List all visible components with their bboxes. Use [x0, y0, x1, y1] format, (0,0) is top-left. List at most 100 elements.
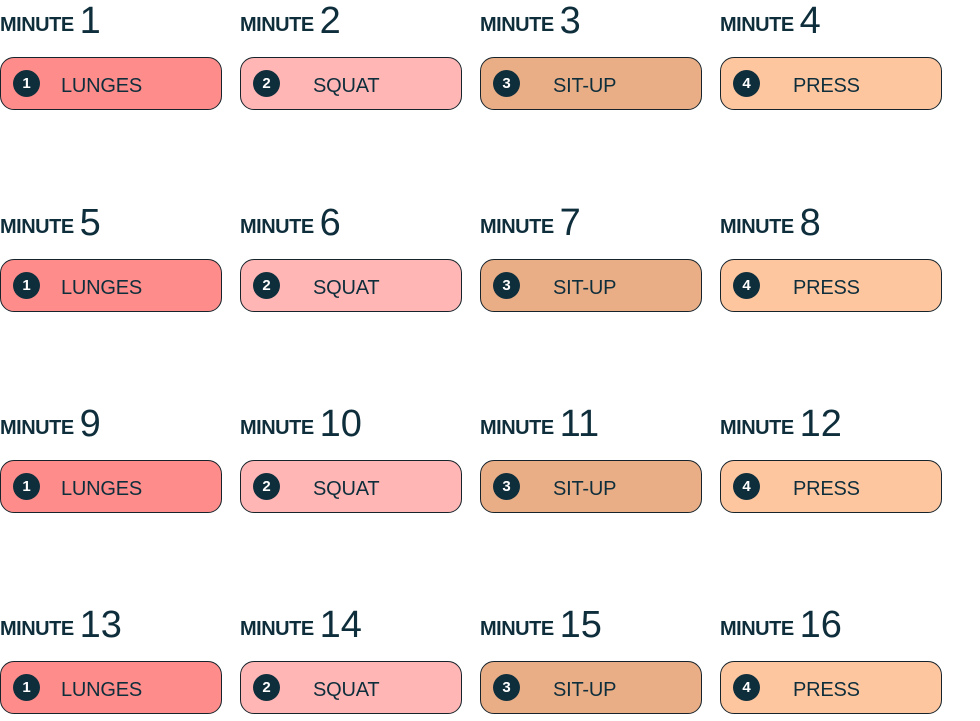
exercise-name: SQUAT — [313, 277, 380, 299]
exercise-badge: 1 — [13, 70, 40, 97]
minute-number: 16 — [799, 604, 842, 646]
exercise-badge: 1 — [13, 473, 40, 500]
minute-number: 11 — [559, 403, 600, 445]
exercise-badge: 3 — [493, 473, 520, 500]
minute-word: MINUTE — [480, 618, 554, 640]
exercise-badge: 4 — [733, 674, 760, 701]
exercise-badge: 1 — [13, 674, 40, 701]
exercise-card-squat: 2 SQUAT — [240, 661, 462, 714]
minute-word: MINUTE — [0, 417, 74, 439]
exercise-card-squat: 2 SQUAT — [240, 259, 462, 312]
minute-number: 7 — [559, 202, 581, 244]
minute-number: 6 — [319, 202, 341, 244]
exercise-card-press: 4 PRESS — [720, 460, 942, 513]
minute-number: 14 — [319, 604, 362, 646]
minute-word: MINUTE — [480, 417, 554, 439]
minute-number: 3 — [559, 0, 581, 42]
minute-word: MINUTE — [0, 618, 74, 640]
minute-number: 9 — [79, 403, 101, 445]
minute-word: MINUTE — [240, 417, 314, 439]
exercise-name: PRESS — [793, 75, 860, 97]
minute-number: 10 — [319, 403, 362, 445]
minute-word: MINUTE — [720, 618, 794, 640]
exercise-name: SQUAT — [313, 478, 380, 500]
exercise-name: LUNGES — [61, 478, 143, 500]
exercise-name: SQUAT — [313, 75, 380, 97]
minute-number: 13 — [79, 604, 122, 646]
minute-word: MINUTE — [720, 417, 794, 439]
exercise-name: SQUAT — [313, 679, 380, 701]
exercise-card-squat: 2 SQUAT — [240, 460, 462, 513]
exercise-badge: 4 — [733, 272, 760, 299]
exercise-badge: 2 — [253, 473, 280, 500]
minute-number: 1 — [79, 0, 101, 42]
exercise-badge: 4 — [733, 70, 760, 97]
exercise-card-lunges: 1 LUNGES — [0, 57, 222, 110]
exercise-name: PRESS — [793, 679, 860, 701]
exercise-card-lunges: 1 LUNGES — [0, 259, 222, 312]
exercise-name: LUNGES — [61, 277, 143, 299]
minute-number: 2 — [319, 0, 341, 42]
exercise-card-squat: 2 SQUAT — [240, 57, 462, 110]
exercise-card-situp: 3 SIT-UP — [480, 460, 702, 513]
exercise-name: SIT-UP — [553, 679, 617, 701]
exercise-card-press: 4 PRESS — [720, 661, 942, 714]
minute-word: MINUTE — [240, 14, 314, 36]
exercise-card-press: 4 PRESS — [720, 259, 942, 312]
exercise-card-situp: 3 SIT-UP — [480, 661, 702, 714]
minute-word: MINUTE — [480, 14, 554, 36]
exercise-card-lunges: 1 LUNGES — [0, 661, 222, 714]
exercise-badge: 2 — [253, 272, 280, 299]
minute-word: MINUTE — [240, 618, 314, 640]
exercise-badge: 1 — [13, 272, 40, 299]
minute-word: MINUTE — [0, 216, 74, 238]
exercise-badge: 2 — [253, 674, 280, 701]
exercise-name: LUNGES — [61, 679, 143, 701]
exercise-card-lunges: 1 LUNGES — [0, 460, 222, 513]
minute-word: MINUTE — [0, 14, 74, 36]
minute-word: MINUTE — [720, 216, 794, 238]
minute-number: 12 — [799, 403, 842, 445]
minute-number: 15 — [559, 604, 602, 646]
exercise-name: SIT-UP — [553, 75, 617, 97]
exercise-name: LUNGES — [61, 75, 143, 97]
exercise-name: PRESS — [793, 277, 860, 299]
minute-word: MINUTE — [720, 14, 794, 36]
exercise-card-situp: 3 SIT-UP — [480, 259, 702, 312]
exercise-card-situp: 3 SIT-UP — [480, 57, 702, 110]
exercise-badge: 3 — [493, 70, 520, 97]
exercise-name: SIT-UP — [553, 277, 617, 299]
minute-word: MINUTE — [480, 216, 554, 238]
exercise-badge: 4 — [733, 473, 760, 500]
exercise-badge: 2 — [253, 70, 280, 97]
